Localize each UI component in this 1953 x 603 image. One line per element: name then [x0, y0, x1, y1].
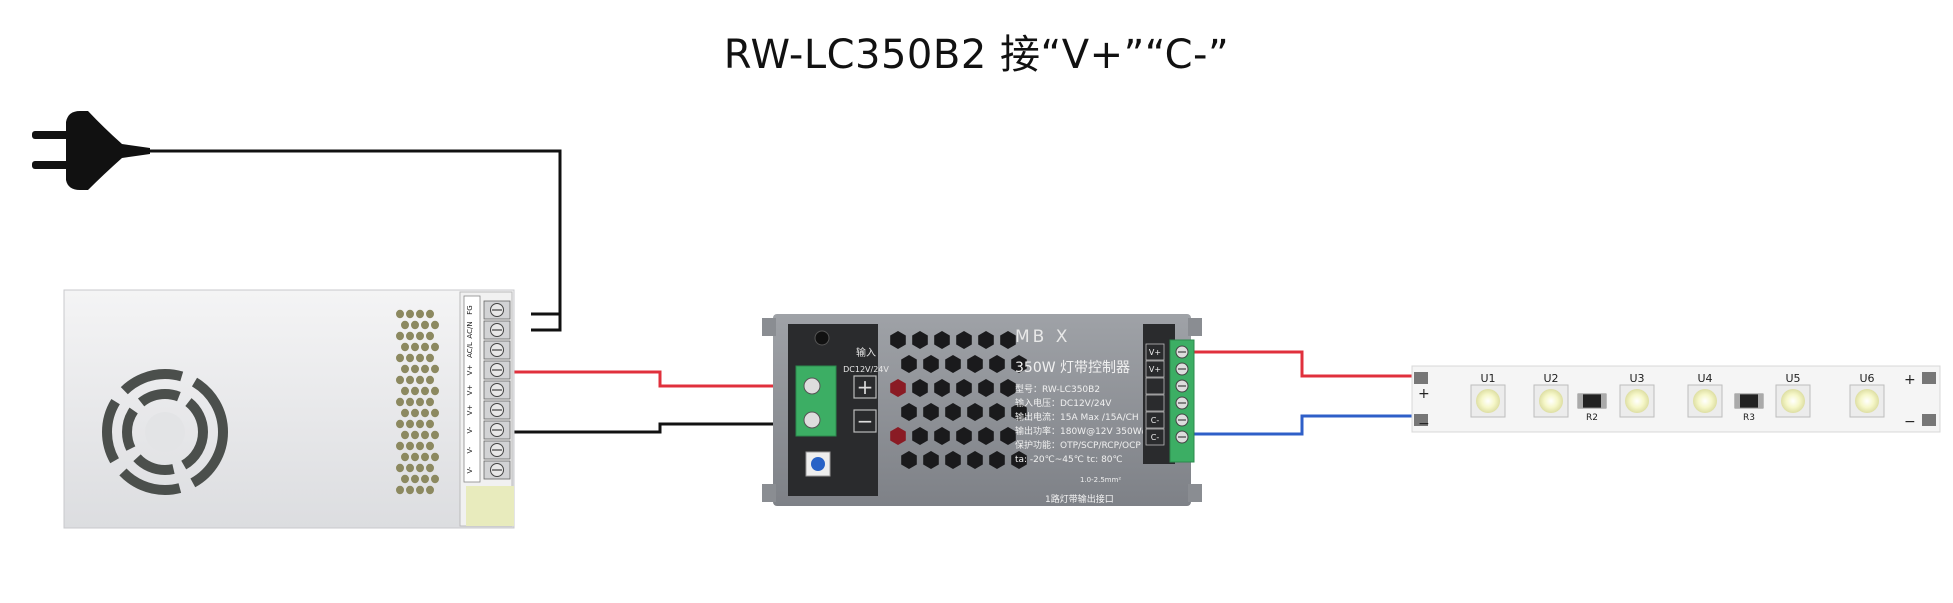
led-label: U4: [1697, 372, 1712, 385]
strip-plus-right: +: [1904, 372, 1916, 388]
output-port-label: 1路灯带输出接口: [1045, 493, 1114, 505]
ac-cord-wire: [148, 149, 562, 316]
led-label: U1: [1480, 372, 1495, 385]
psu-terminal-label: V-: [466, 466, 474, 473]
psu-terminal-label: FG: [466, 305, 474, 314]
controller-specs: 型号：RW-LC350B2 输入电压：DC12V/24V 输出电流：15A Max …: [1015, 384, 1169, 465]
spec-line: ta: -20℃~45℃ tc: 80℃: [1015, 455, 1123, 465]
spec-line: 输入电压：DC12V/24V: [1015, 397, 1112, 409]
led-label: U5: [1785, 372, 1800, 385]
input-plus-symbol: +: [857, 375, 874, 399]
strip-minus-right: −: [1904, 414, 1916, 430]
led-chips: U1 U2 U3 U4 U5 U6: [1470, 372, 1885, 418]
input-label: 输入: [856, 346, 876, 359]
psu-terminal-label: V+: [466, 365, 474, 376]
spec-line: 保护功能：OTP/SCP/RCP/OCP: [1015, 439, 1141, 451]
wires: [148, 149, 1414, 436]
psu-terminal-label: AC/N: [466, 321, 474, 338]
output-terminal-label: C-: [1151, 433, 1160, 442]
spec-line: 型号：RW-LC350B2: [1015, 384, 1100, 395]
psu-terminal-screws: [483, 300, 511, 480]
psu-terminal-label: V+: [466, 405, 474, 416]
spec-line: 输出功率：180W@12V 350W@24V: [1015, 425, 1169, 437]
brand-logo: MB X: [1015, 327, 1070, 347]
honeycomb-vents: [890, 331, 1027, 469]
psu-terminal-label: V-: [466, 426, 474, 433]
fan-icon: [102, 369, 228, 495]
resistor-label: R2: [1586, 413, 1598, 423]
output-terminal-label: C-: [1151, 416, 1160, 425]
ac-plug-icon: [32, 111, 150, 190]
output-terminal-label: V+: [1149, 348, 1161, 357]
psu-terminal-label: AC/L: [466, 342, 474, 358]
output-terminal-label: V+: [1149, 365, 1161, 374]
vent-holes: [396, 309, 439, 495]
power-supply: FG AC/N AC/L V+ V+ V+ V- V- V-: [63, 289, 515, 529]
input-voltage-label: DC12V/24V: [843, 365, 889, 374]
mode-button[interactable]: [811, 457, 825, 471]
led-controller: + − 输入 DC12V/24V MB X 350W 灯带控制器 型号：RW-L…: [762, 314, 1202, 506]
psu-terminal-labels: FG AC/N AC/L V+ V+ V+ V- V- V-: [466, 305, 474, 473]
spec-line: 输出电流：15A Max /15A/CH: [1015, 411, 1139, 423]
output-terminal-labels: V+ V+ C- C-: [1145, 343, 1165, 446]
ac-cord-wire-2: [531, 314, 562, 332]
resistor-label: R3: [1743, 413, 1755, 423]
wire-gauge-label: 1.0-2.5mm²: [1080, 476, 1121, 484]
led-label: U6: [1859, 372, 1874, 385]
psu-negative-wire: [512, 422, 801, 434]
resistor-chips: R2 R3: [1577, 393, 1764, 423]
controller-title: 350W 灯带控制器: [1015, 360, 1130, 376]
psu-terminal-label: V-: [466, 446, 474, 453]
psu-terminal-label: V+: [466, 385, 474, 396]
page-title: RW-LC350B2 接“V+”“C-”: [723, 32, 1230, 78]
psu-positive-wire: [512, 370, 801, 388]
input-minus-symbol: −: [857, 409, 874, 433]
led-strip: + − + − U1 U2 U3 U4 U5 U6 R2 R3: [1411, 365, 1941, 433]
strip-plus-left: +: [1418, 386, 1430, 402]
led-label: U3: [1629, 372, 1644, 385]
output-terminal-screws: [1175, 345, 1189, 444]
strip-negative-wire: [1188, 414, 1414, 436]
strip-minus-left: −: [1418, 416, 1430, 432]
strip-positive-wire: [1188, 350, 1414, 378]
led-label: U2: [1543, 372, 1558, 385]
